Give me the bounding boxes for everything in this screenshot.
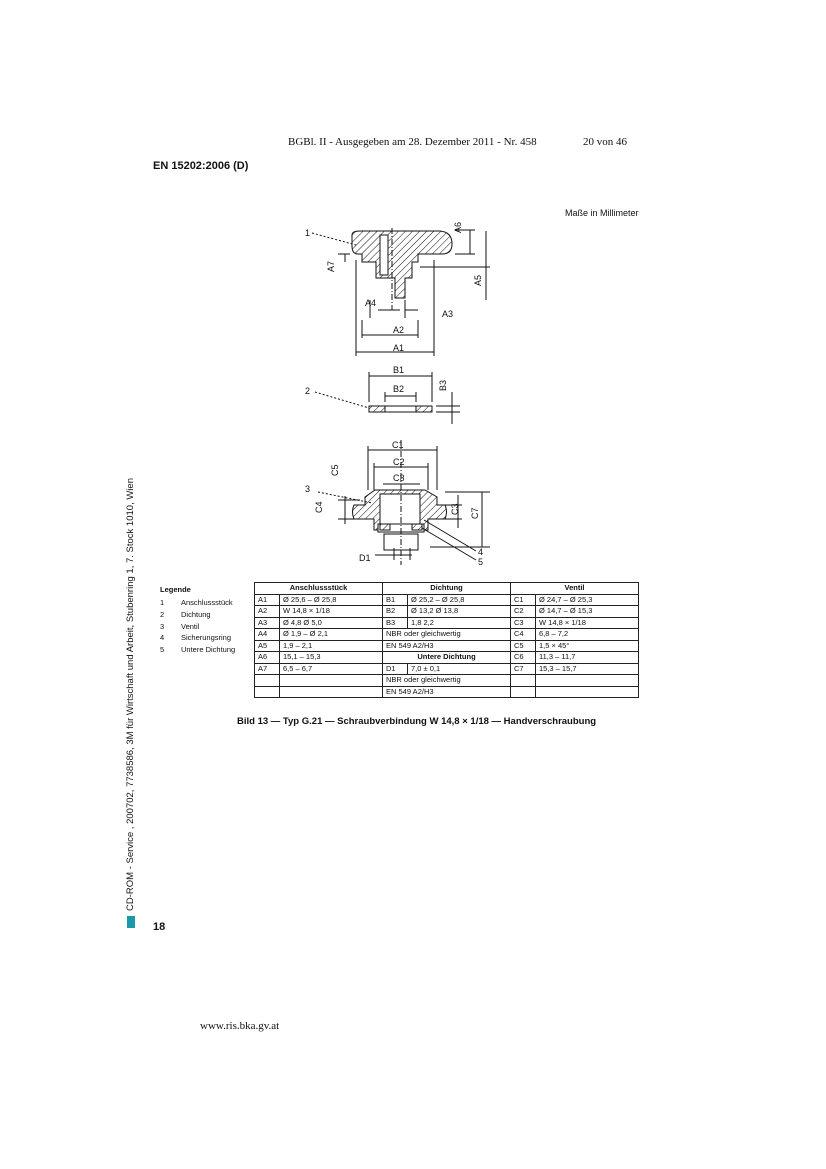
dim-d1: D1: [359, 553, 371, 563]
technical-drawing: A1 A2 A3 A4 A5 A6 A7 1 B1 B2 B3 2: [305, 222, 490, 567]
table-row: EN 549 A2/H3: [254, 685, 639, 698]
dim-c7: C7: [470, 507, 480, 519]
item-2-label: 2: [305, 386, 310, 396]
item-4-label: 4: [478, 547, 483, 557]
dim-a5: A5: [473, 275, 483, 286]
dim-c4: C4: [314, 501, 324, 513]
dim-a3: A3: [442, 309, 453, 319]
col-header-ventil: Ventil: [510, 582, 639, 595]
dim-c5: C5: [330, 464, 340, 476]
anschlussstueck-drawing: [311, 228, 490, 356]
dim-a6: A6: [453, 222, 463, 233]
page-folio: 18: [153, 921, 166, 933]
gazette-header: BGBl. II - Ausgegeben am 28. Dezember 20…: [288, 136, 537, 148]
standard-id: EN 15202:2006 (D): [153, 160, 249, 172]
figure-caption: Bild 13 — Typ G.21 — Schraubverbindung W…: [237, 716, 597, 727]
dim-a7: A7: [326, 261, 336, 272]
item-5-label: 5: [478, 557, 483, 567]
table-row: NBR oder gleichwertig: [254, 674, 639, 687]
dim-b2: B2: [393, 384, 404, 394]
item-1-label: 1: [305, 228, 310, 238]
col-header-dichtung: Dichtung: [382, 582, 511, 595]
footer-url: www.ris.bka.gv.at: [200, 1020, 280, 1032]
dim-b3: B3: [438, 380, 448, 391]
ventil-drawing: [317, 440, 490, 565]
cd-rom-logo-icon: [126, 916, 135, 928]
units-note: Maße in Millimeter: [565, 208, 639, 218]
subheader-untere-dichtung: Untere Dichtung: [382, 651, 511, 664]
dim-a1: A1: [393, 343, 404, 353]
dim-c2: C2: [393, 457, 405, 467]
table-header-row: Anschlussstück Dichtung Ventil: [254, 582, 639, 595]
dichtung-drawing: [314, 372, 460, 424]
legend-title: Legende: [160, 585, 191, 594]
dim-a4: A4: [365, 298, 376, 308]
dim-c1: C1: [392, 440, 404, 450]
dim-b1: B1: [393, 365, 404, 375]
dim-c3: C3: [393, 473, 405, 483]
page-counter: 20 von 46: [583, 136, 627, 148]
dim-c3-side: C3: [450, 503, 460, 515]
item-3-label: 3: [305, 484, 310, 494]
col-header-anschlussstueck: Anschlussstück: [254, 582, 383, 595]
dim-a2: A2: [393, 325, 404, 335]
